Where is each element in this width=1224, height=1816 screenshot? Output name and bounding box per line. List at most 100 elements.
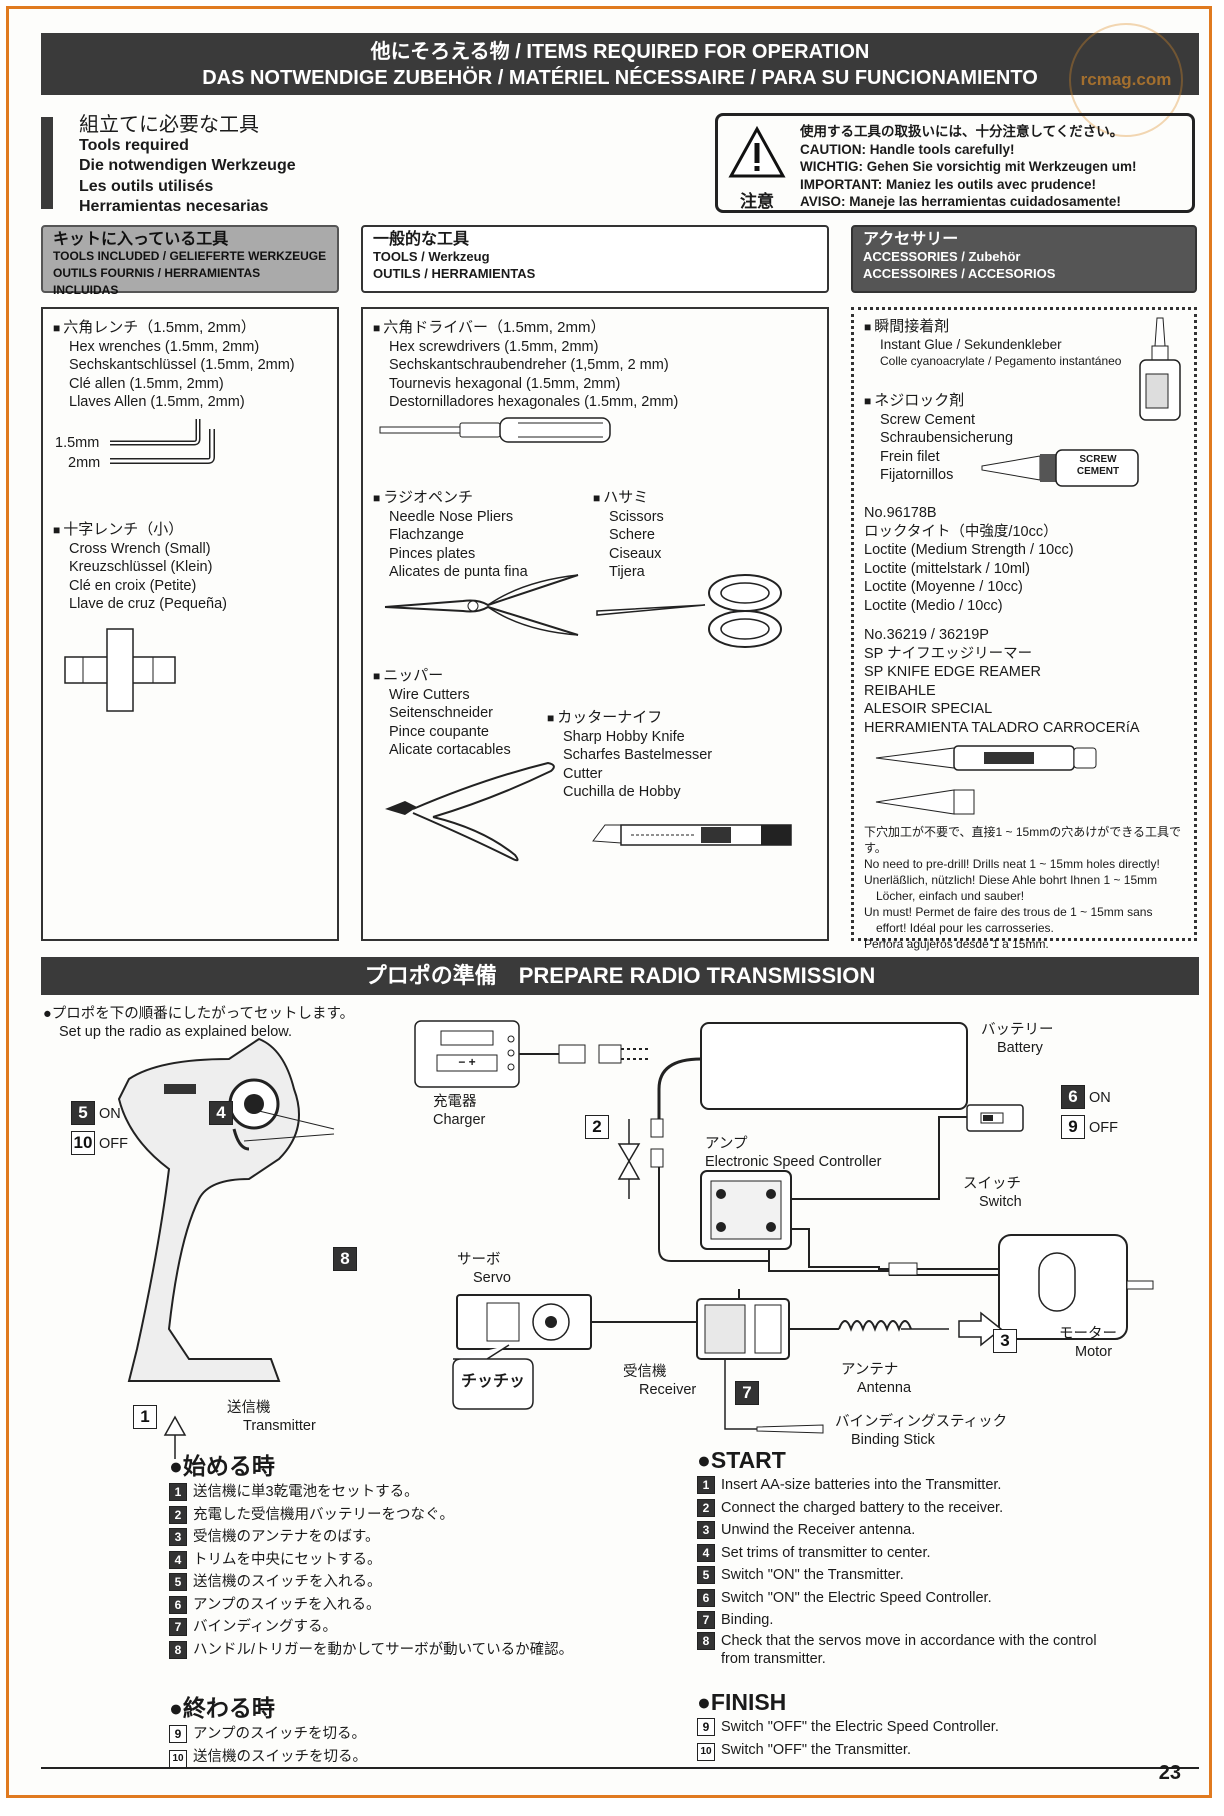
screwdriver-illustration: [379, 417, 611, 443]
hex-wrench-line: Llaves Allen (1.5mm, 2mm): [69, 394, 245, 410]
receiver-jp: 受信機: [623, 1364, 667, 1380]
step-text: 受信機のアンテナをのばす。: [193, 1529, 380, 1545]
note-line: Unerläßlich, nützlich! Diese Ahle bohrt …: [864, 873, 1158, 887]
step-num: 5: [697, 1566, 715, 1584]
wire-cutters-jp: ニッパー: [373, 667, 511, 686]
step-10-marker: 10: [71, 1131, 95, 1155]
hex-wrench-line: Sechskantschlüssel (1.5mm, 2mm): [69, 357, 295, 373]
note-line: Un must! Permet de faire des trous de 1 …: [864, 905, 1153, 919]
charger-en: Charger: [433, 1112, 486, 1128]
transmitter-en: Transmitter: [243, 1418, 316, 1434]
cross-wrench-line: Clé en croix (Petite): [69, 577, 197, 594]
scissors-line: Schere: [609, 527, 655, 543]
motor-en: Motor: [1075, 1344, 1113, 1360]
step-3-marker: 3: [993, 1329, 1017, 1353]
scissors-illustration: [596, 574, 782, 648]
caution-line: IMPORTANT: Maniez les outils avec pruden…: [800, 176, 1097, 192]
tools-required-jp: 組立てに必要な工具: [79, 114, 259, 136]
step-text: Insert AA-size batteries into the Transm…: [721, 1477, 1002, 1493]
caution-line: 使用する工具の取扱いには、十分注意してください。: [800, 124, 1124, 139]
esc-jp: アンプ: [705, 1136, 748, 1152]
screw-cement-line: Screw Cement: [880, 411, 976, 428]
tools-required-es: Herramientas necesarias: [79, 198, 269, 215]
finish-jp-title: ●終わる時: [169, 1695, 275, 1721]
step-num: 2: [169, 1505, 187, 1524]
hex-size-label: 1.5mm: [55, 435, 100, 451]
top-banner: 他にそろえる物 / ITEMS REQUIRED FOR OPERATION D…: [41, 33, 1199, 95]
binding-stick-en: Binding Stick: [851, 1432, 935, 1448]
step-4-marker: 4: [209, 1101, 233, 1125]
wire-cutters-text: ニッパー Wire Cutters Seitenschneider Pince …: [373, 667, 511, 760]
cross-wrench-text: 十字レンチ（小） Cross Wrench (Small) Kreuzschlü…: [53, 521, 227, 614]
note-line: Perfora agujeros desde 1 a 15mm.: [864, 937, 1049, 951]
hobby-knife-text: カッターナイフ Sharp Hobby Knife Scharfes Baste…: [547, 709, 712, 802]
step-num: 1: [169, 1483, 187, 1501]
pliers-line: Needle Nose Pliers: [389, 508, 514, 525]
header-included-l2: OUTILS FOURNIS / HERRAMIENTAS INCLUIDAS: [53, 266, 261, 297]
scissors-jp: ハサミ: [593, 489, 664, 508]
accessories-panel: 瞬間接着剤 Instant Glue / Sekundenkleber Coll…: [851, 307, 1197, 951]
step-num: 8: [697, 1631, 715, 1650]
battery-illustration: [650, 1022, 968, 1168]
receiver-label: 受信機 Receiver: [623, 1363, 696, 1399]
loctite-jp: ロックタイト（中強度/10cc）: [864, 523, 1058, 540]
transmitter-jp: 送信機: [227, 1400, 271, 1416]
step-num: 1: [697, 1476, 715, 1494]
note-line: effort! Idéal pour les carrosseries.: [876, 921, 1054, 935]
loctite-part-no: No.96178B: [864, 505, 937, 521]
servo-jp: サーボ: [457, 1252, 501, 1268]
receiver-illustration: [696, 1289, 1003, 1434]
step-text: アンプのスイッチを入れる。: [193, 1596, 381, 1613]
footer-rule: [41, 1767, 1199, 1769]
manual-page: 他にそろえる物 / ITEMS REQUIRED FOR OPERATION D…: [6, 6, 1212, 1798]
caution-line: AVISO: Maneje las herramientas cuidadosa…: [800, 194, 1121, 209]
step-text: Switch "OFF" the Electric Speed Controll…: [721, 1719, 999, 1735]
step-text: バインディングする。: [193, 1619, 337, 1635]
screw-cement-text: ネジロック剤 Screw Cement Schraubensicherung F…: [864, 392, 1013, 485]
servo-en: Servo: [473, 1270, 511, 1286]
hex-driver-line: Hex screwdrivers (1.5mm, 2mm): [389, 338, 599, 355]
step-text: 送信機のスイッチを入れる。: [193, 1574, 382, 1590]
step-text: アンプのスイッチを切る。: [193, 1726, 366, 1742]
included-tools-panel: 六角レンチ（1.5mm, 2mm） Hex wrenches (1.5mm, 2…: [41, 307, 339, 941]
caution-text: 使用する工具の取扱いには、十分注意してください。 CAUTION: Handle…: [800, 123, 1137, 211]
servo-label: サーボ Servo: [457, 1251, 511, 1287]
charger-display: − +: [458, 1055, 476, 1069]
step-text: Connect the charged battery to the recei…: [721, 1499, 1004, 1516]
step-text: 充電した受信機用バッテリーをつなぐ。: [193, 1506, 454, 1523]
reamer-line: HERRAMIENTA TALADRO CARROCERíA: [864, 719, 1140, 736]
transmitter-label: 送信機 Transmitter: [227, 1399, 316, 1435]
cross-wrench-jp: 十字レンチ（小）: [53, 521, 227, 540]
scissors-line: Scissors: [609, 508, 664, 525]
step-num: 10: [169, 1749, 187, 1768]
hobby-knife-jp: カッターナイフ: [547, 709, 712, 728]
pliers-line: Flachzange: [389, 527, 464, 543]
tube-label: SCREW: [1079, 454, 1117, 465]
step-num: 3: [697, 1521, 715, 1539]
hobby-knife-line: Cuchilla de Hobby: [563, 784, 681, 800]
header-included-l1: TOOLS INCLUDED / GELIEFERTE WERKZEUGE: [53, 249, 327, 263]
general-tools-panel: 六角ドライバー（1.5mm, 2mm） Hex screwdrivers (1.…: [361, 307, 829, 941]
instant-glue-jp: 瞬間接着剤: [864, 318, 1121, 337]
hex-wrench-line: Hex wrenches (1.5mm, 2mm): [69, 338, 260, 355]
switch-label: スイッチ Switch: [963, 1175, 1022, 1211]
cross-wrench-line: Cross Wrench (Small): [69, 540, 211, 557]
step-text: トリムを中央にセットする。: [193, 1551, 382, 1568]
note-line: Löcher, einfach und sauber!: [876, 889, 1025, 903]
step-text: ハンドル/トリガーを動かしてサーボが動いているか確認。: [193, 1641, 574, 1658]
on-label: ON: [1089, 1090, 1111, 1106]
hex-driver-text: 六角ドライバー（1.5mm, 2mm） Hex screwdrivers (1.…: [373, 319, 678, 412]
reamer-illustration: [875, 745, 1097, 815]
pliers-jp: ラジオペンチ: [373, 489, 528, 508]
setup-intro-jp: ●プロポを下の順番にしたがってセットします。: [43, 1006, 355, 1022]
page-number: 23: [1158, 1762, 1181, 1784]
loctite-text: No.96178B ロックタイト（中強度/10cc） Loctite (Medi…: [864, 504, 1074, 615]
start-en-title: ●START: [697, 1447, 786, 1473]
caution-box: 注意 使用する工具の取扱いには、十分注意してください。 CAUTION: Han…: [715, 113, 1195, 213]
tools-required-en: Tools required: [79, 136, 189, 154]
step-text: from transmitter.: [721, 1650, 826, 1667]
on-label: ON: [99, 1106, 121, 1122]
